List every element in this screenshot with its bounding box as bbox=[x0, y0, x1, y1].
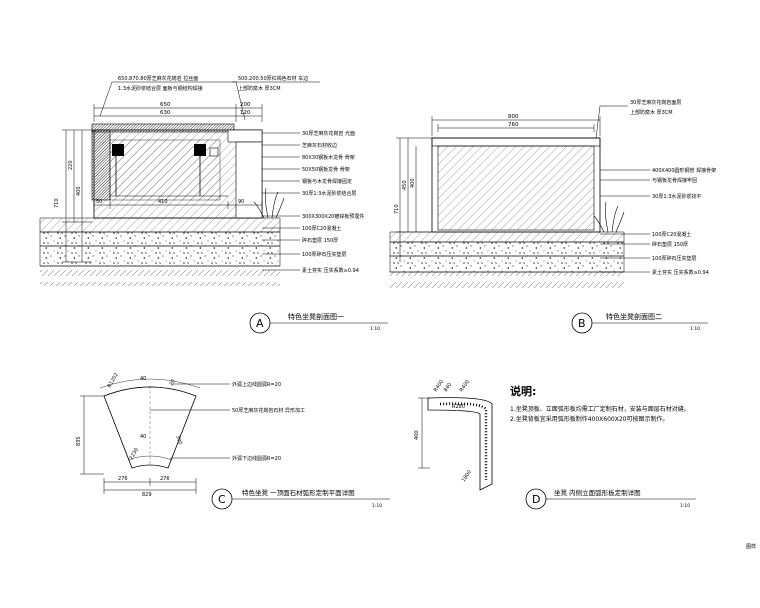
c-dim-300: 300 bbox=[174, 435, 183, 446]
c-callout-mid: 50厚芝麻灰花岗岩石材 异形加工 bbox=[232, 407, 305, 414]
c-scale: 1:10 bbox=[372, 503, 382, 509]
a-callout-5: 钢板与木龙骨焊接固定 bbox=[302, 178, 352, 185]
b-letter: B bbox=[578, 317, 586, 330]
b-label-2: 上部防腐木 厚3CM bbox=[630, 109, 673, 116]
b-callout-5: 碎石垫层 150厚 bbox=[652, 241, 688, 248]
b-callout-4: 100厚C20混凝土 bbox=[652, 231, 691, 238]
b-dim-800: 800 bbox=[508, 114, 519, 120]
b-callout-3: 30厚1:3水泥砂浆找平 bbox=[652, 193, 701, 200]
b-scale: 1:10 bbox=[690, 326, 700, 332]
notes-line-1: 1.坐凳顶板、立面弧形板均需工厂定制石材，安装与面层石材对缝。 bbox=[510, 406, 690, 413]
b-dim-710: 710 bbox=[394, 204, 400, 214]
d-r-bot: R400 bbox=[459, 379, 471, 393]
c-callout-top: 外弧上边线圆弧R=20 bbox=[232, 381, 281, 388]
a-title: 特色坐凳剖面图一 bbox=[288, 312, 344, 321]
a-scale: 1:10 bbox=[370, 326, 380, 332]
notes-line-2: 2.坐凳背板宜采用弧形板制作400X600X20可按图示制作。 bbox=[510, 416, 669, 423]
a-dim-410: 410 bbox=[158, 199, 168, 205]
d-letter: D bbox=[532, 493, 540, 506]
d-scale: 1:10 bbox=[680, 503, 690, 509]
a-dim-220: 220 bbox=[68, 160, 74, 170]
detail-c: R1202 40 40 300 2230 20 835 276 276 829 … bbox=[76, 372, 390, 510]
c-dim-829: 829 bbox=[142, 492, 152, 498]
a-callout-1: 30厚芝麻灰花岗岩 光面 bbox=[302, 130, 355, 137]
a-callout-10: 100厚碎石压实垫层 bbox=[302, 251, 347, 258]
a-label-top-left-2: 1:3水泥砂浆结合层 面板与钢结构焊接 bbox=[118, 85, 203, 92]
b-callout-7: 素土夯实 压实系数≥0.94 bbox=[652, 269, 709, 276]
a-dim-50: 50 bbox=[96, 199, 102, 205]
a-dim-120: 120 bbox=[240, 110, 251, 116]
corner-mark: 图样 bbox=[745, 544, 756, 550]
b-dim-760: 760 bbox=[508, 122, 519, 128]
a-dim-630: 630 bbox=[160, 110, 171, 116]
c-dim-2230: 2230 bbox=[129, 447, 141, 461]
a-callout-8: 100厚C20混凝土 bbox=[302, 225, 341, 232]
c-callout-bot: 外弧下边线圆弧R=20 bbox=[232, 455, 281, 462]
a-callout-3: 80X30钢板木龙骨 骨架 bbox=[302, 154, 355, 161]
b-callout-6: 100厚碎石压实垫层 bbox=[652, 255, 697, 262]
a-callout-4: 50X50钢板龙骨 骨架 bbox=[302, 166, 350, 173]
c-letter: C bbox=[218, 493, 226, 506]
d-title: 坐凳 内侧立面弧形板定制详图 bbox=[554, 488, 641, 497]
c-dim-835: 835 bbox=[76, 436, 82, 446]
section-a: 650.870.80厚芝麻灰花岗岩 拉丝面 1:3水泥砂浆结合层 面板与钢结构焊… bbox=[39, 75, 388, 334]
notes-block: 说明: 1.坐凳顶板、立面弧形板均需工厂定制石材，安装与面层石材对缝。 2.坐凳… bbox=[510, 383, 720, 425]
b-dim-400: 400 bbox=[410, 178, 416, 188]
a-dim-90: 90 bbox=[238, 199, 244, 205]
a-dim-200: 200 bbox=[240, 102, 251, 108]
c-title: 特色坐凳 一顶面石材弧形定制平面详图 bbox=[242, 488, 355, 497]
c-r-label: R1202 bbox=[107, 372, 120, 389]
a-dim-710: 710 bbox=[54, 198, 60, 208]
a-callout-9: 碎石垫层 150厚 bbox=[302, 237, 338, 244]
d-dim-1800: 1800 bbox=[461, 469, 473, 483]
a-dim-400: 400 bbox=[76, 186, 82, 196]
a-label-top-right-1: 500.200.50厚红褐色石材 车边 bbox=[238, 75, 308, 82]
c-dim-40b: 40 bbox=[140, 434, 146, 440]
b-callout-2: 与钢板龙骨焊接牢固 bbox=[652, 177, 697, 184]
notes-title: 说明: bbox=[510, 385, 537, 398]
d-r-mid: R280 bbox=[452, 404, 465, 410]
a-letter: A bbox=[256, 317, 264, 330]
a-callout-11: 素土夯实 压实系数≥0.94 bbox=[302, 267, 359, 274]
b-callout-1: 400X400圆形钢管 焊接骨架 bbox=[652, 167, 716, 174]
a-label-top-left-1: 650.870.80厚芝麻灰花岗岩 拉丝面 bbox=[118, 75, 198, 82]
d-dim-840: 840 bbox=[443, 382, 453, 393]
a-callout-2: 芝麻灰石材收边 bbox=[302, 142, 337, 149]
c-dim-20: 20 bbox=[169, 378, 177, 387]
b-title: 特色坐凳剖面图二 bbox=[606, 312, 662, 321]
d-dim-400: 400 bbox=[414, 430, 420, 440]
c-dim-40a: 40 bbox=[140, 376, 146, 382]
a-dim-650: 650 bbox=[160, 102, 171, 108]
b-dim-450: 450 bbox=[402, 180, 408, 190]
section-b: 30厚芝麻灰花岗岩面层 上部防腐木 厚3CM 800 760 710 450 4… bbox=[389, 99, 716, 334]
a-callout-7: 300X300X20镀锌板预埋件 bbox=[302, 213, 364, 220]
b-label-1: 30厚芝麻灰花岗岩面层 bbox=[630, 99, 681, 106]
c-dim-276a: 276 bbox=[118, 476, 128, 482]
a-callout-6: 30厚1:3水泥砂浆结合层 bbox=[302, 190, 356, 197]
a-label-top-right-2: 上部防腐木 厚3CM bbox=[238, 85, 281, 92]
c-dim-276b: 276 bbox=[160, 476, 170, 482]
